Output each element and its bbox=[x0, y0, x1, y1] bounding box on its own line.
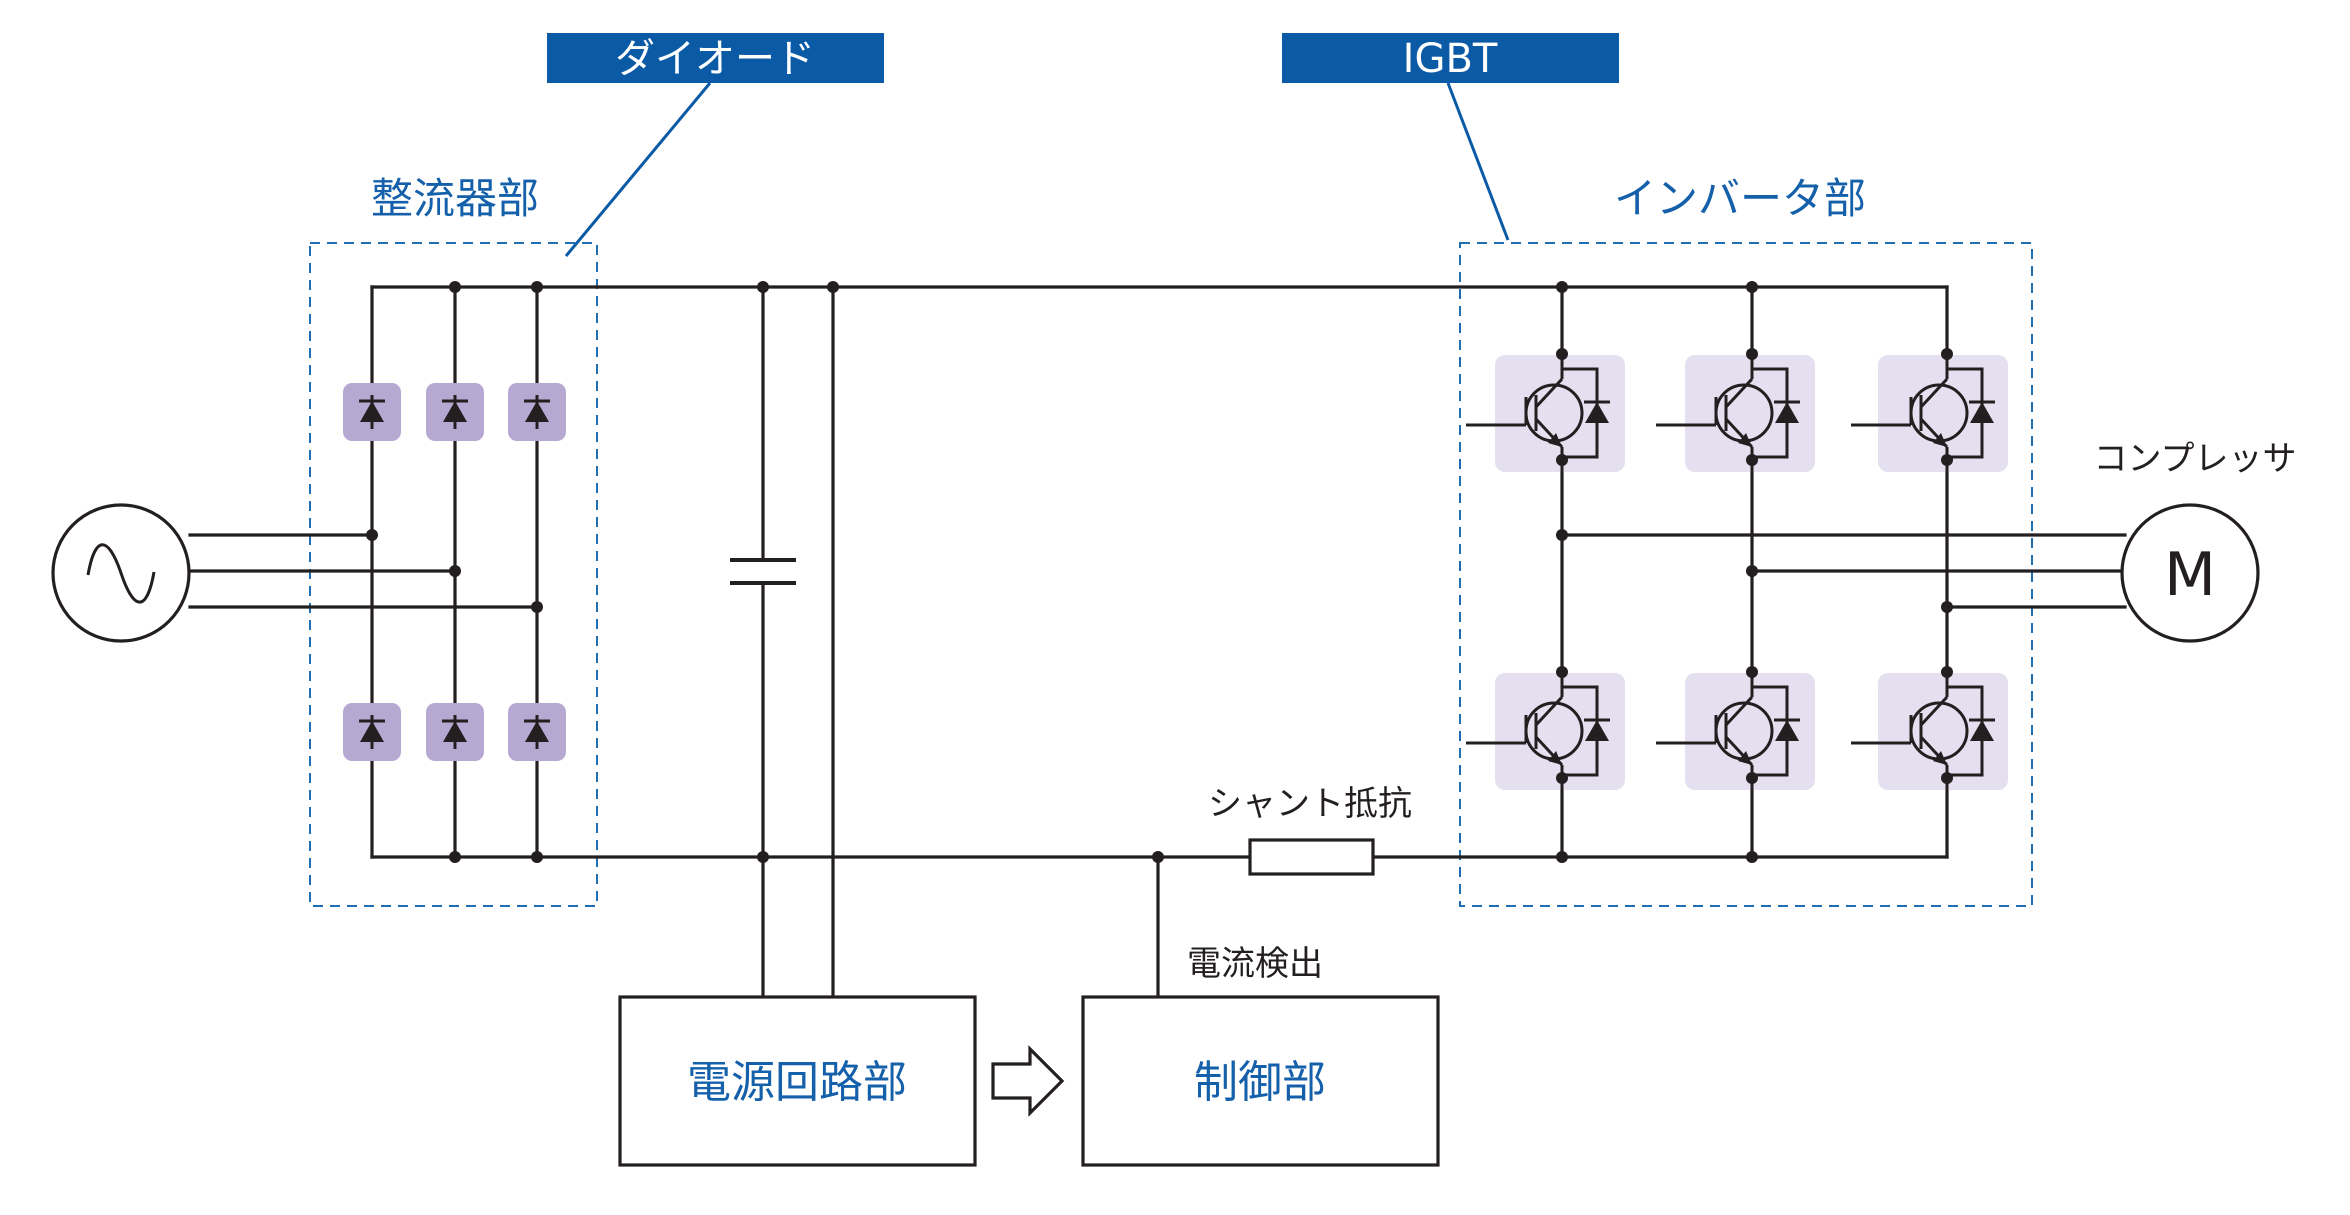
diode-tag-label: ダイオード bbox=[615, 36, 815, 82]
right-arrow-icon bbox=[991, 1045, 1065, 1117]
rectifier-section-box bbox=[309, 242, 598, 907]
diode-icon bbox=[426, 383, 484, 441]
junction-dots bbox=[366, 281, 1953, 863]
power-circuit-label: 電源回路部 bbox=[687, 1057, 907, 1108]
diode-icon bbox=[508, 383, 566, 441]
diode-icon bbox=[343, 703, 401, 761]
diode-leader-line bbox=[564, 82, 712, 257]
igbt-leader-line bbox=[1446, 82, 1510, 241]
diode-icon bbox=[508, 703, 566, 761]
ac-source-icon bbox=[51, 503, 191, 643]
igbt-icon bbox=[1654, 669, 1815, 793]
control-block bbox=[1081, 995, 1440, 1167]
motor-label: M bbox=[2164, 540, 2216, 610]
igbt-tag-label: IGBT bbox=[1403, 36, 1498, 82]
compressor-label: コンプレッサ bbox=[2094, 439, 2297, 479]
diode-icon bbox=[426, 703, 484, 761]
power-circuit-block bbox=[618, 995, 977, 1167]
current-detection-label: 電流検出 bbox=[1187, 944, 1323, 984]
igbt-icon bbox=[1849, 351, 2008, 475]
igbt-icon bbox=[1464, 351, 1625, 475]
rectifier-section-title: 整流器部 bbox=[371, 174, 539, 223]
diode-tag-box bbox=[547, 33, 884, 83]
igbt-icon bbox=[1654, 351, 1815, 475]
igbt-tag-box bbox=[1282, 33, 1619, 83]
shunt-resistor-label: シャント抵抗 bbox=[1208, 784, 1412, 824]
resistor-icon bbox=[1248, 838, 1375, 876]
igbt-icon bbox=[1849, 669, 2008, 793]
control-label: 制御部 bbox=[1194, 1057, 1326, 1108]
diode-icon bbox=[343, 383, 401, 441]
motor-icon bbox=[2120, 503, 2260, 643]
capacitor-icon bbox=[730, 558, 796, 585]
igbt-icon bbox=[1464, 669, 1625, 793]
inverter-section-box bbox=[1459, 242, 2033, 907]
inverter-section-title: インバータ部 bbox=[1614, 174, 1866, 223]
